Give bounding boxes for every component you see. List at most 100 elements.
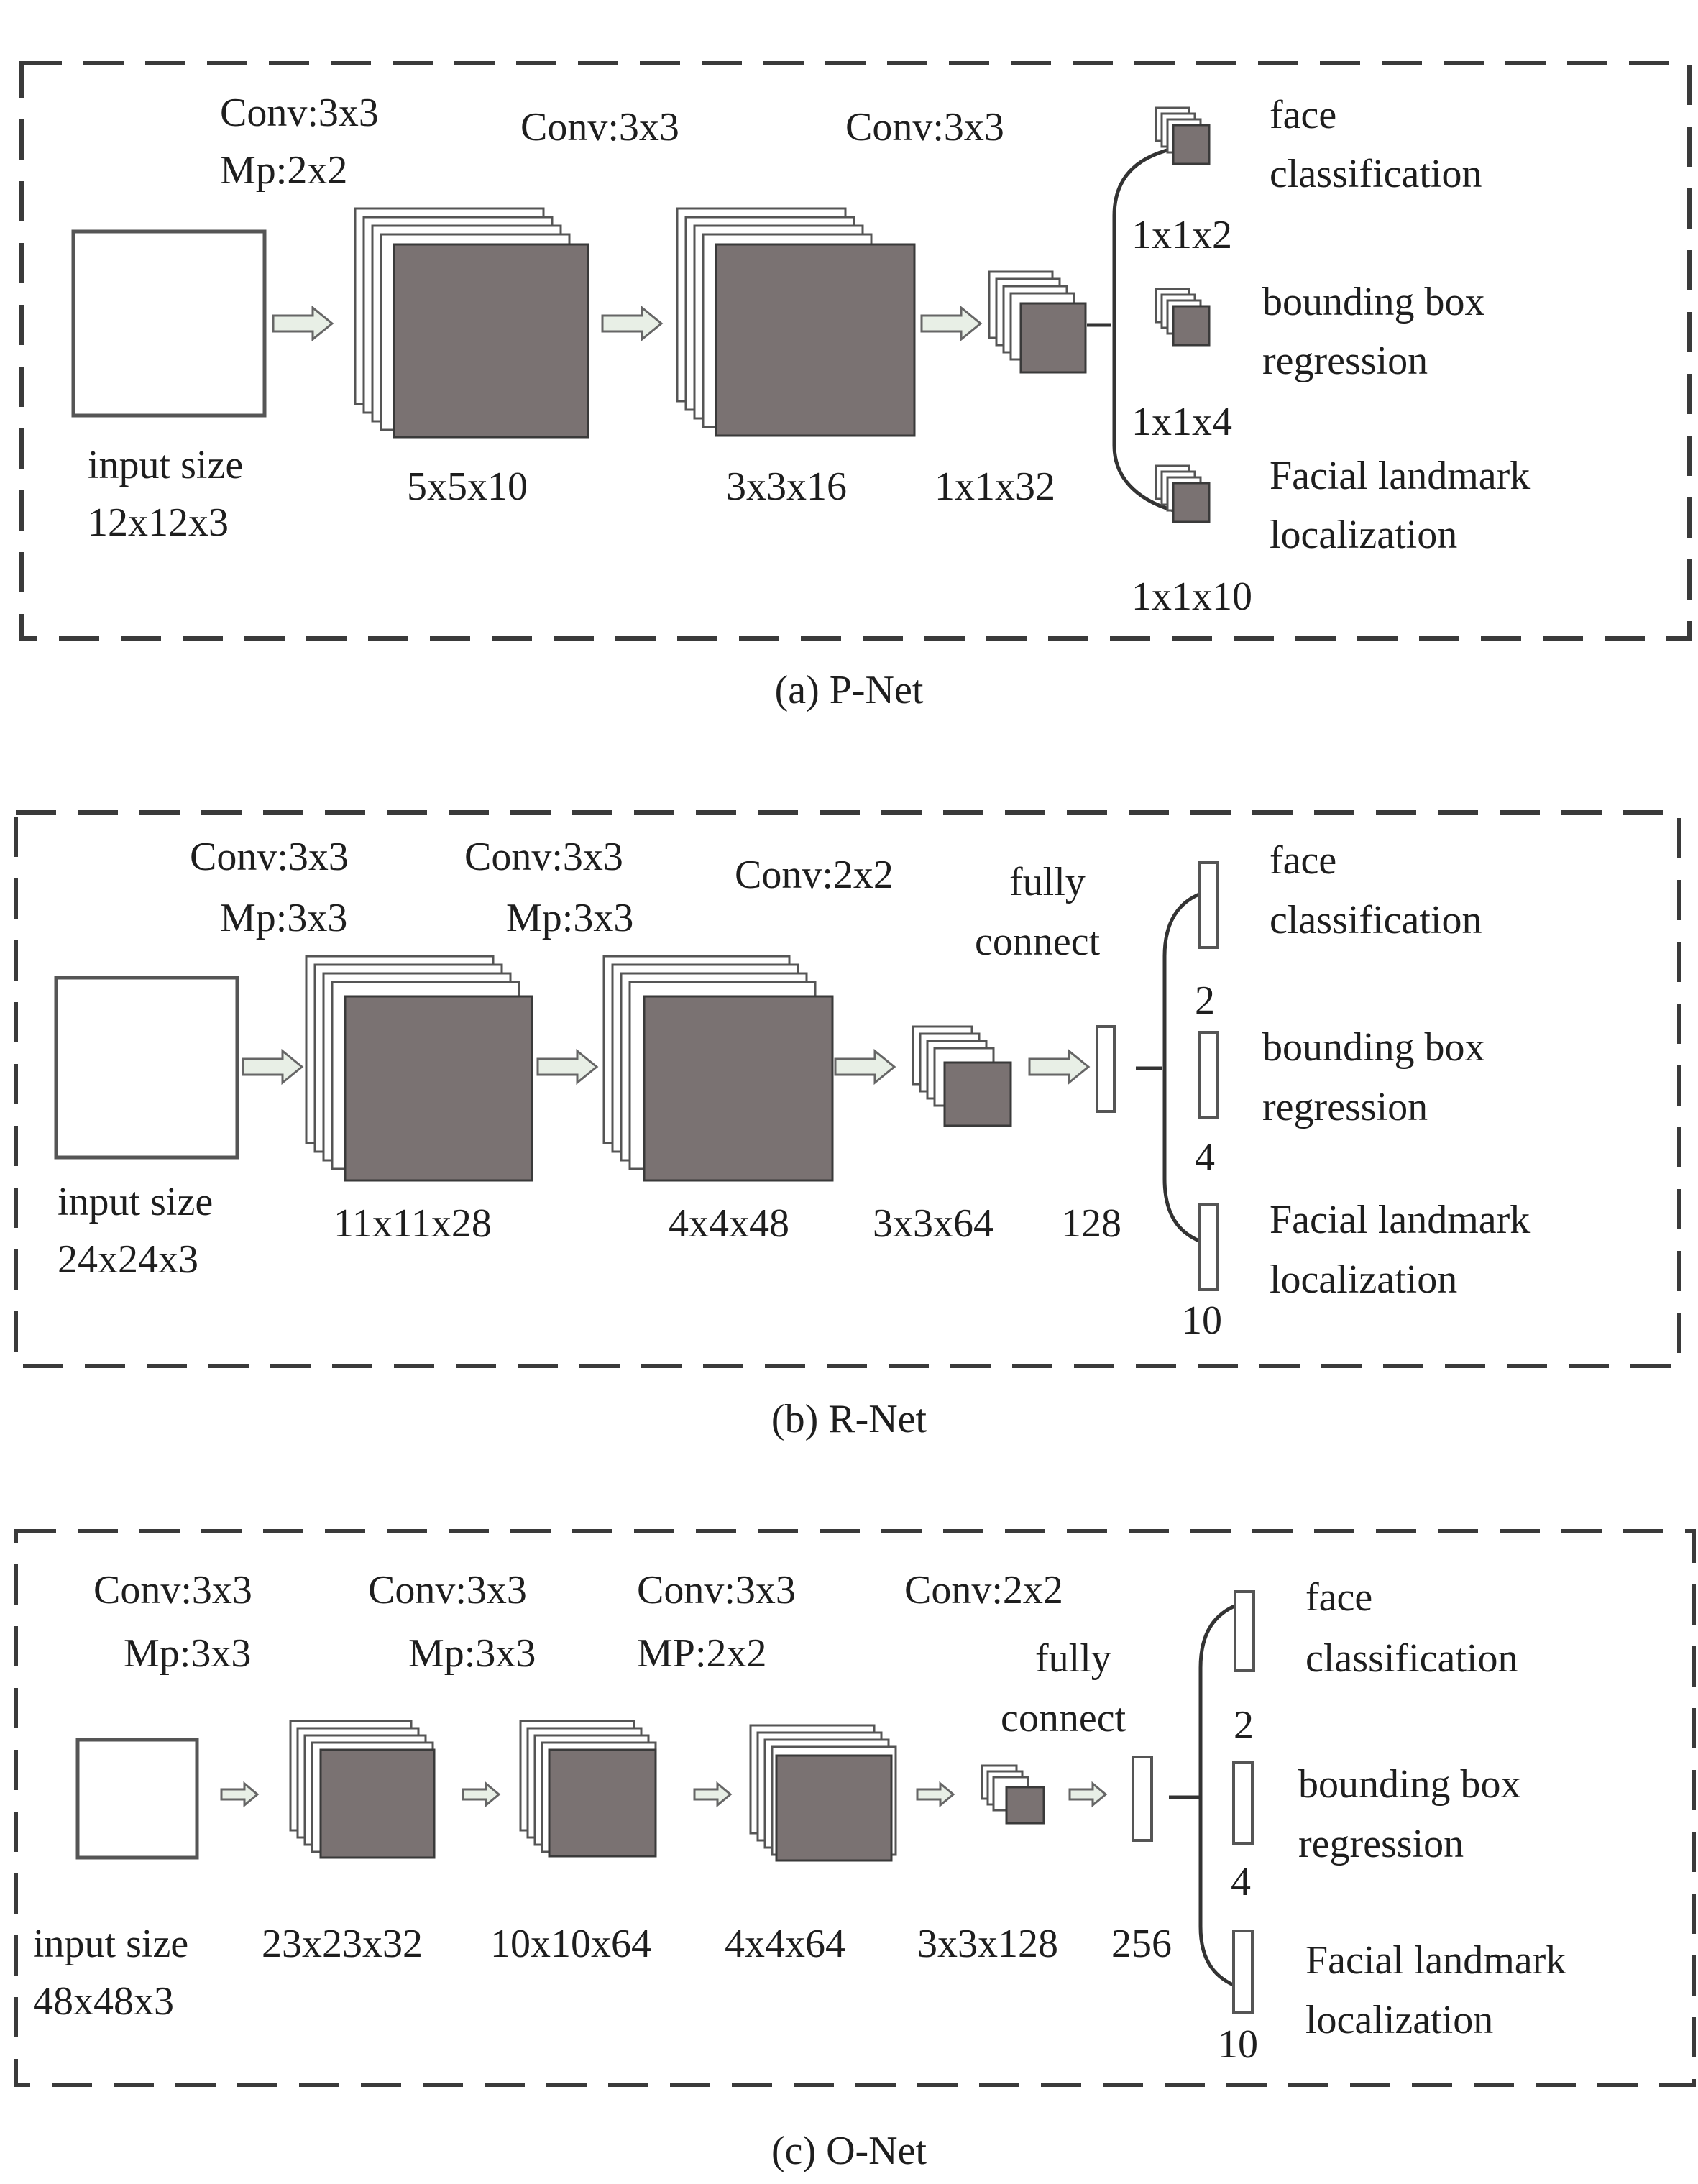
rnet-size-3: 3x3x64 [873,1201,993,1246]
onet-size-2: 10x10x64 [490,1922,651,1966]
pnet-layer-2 [676,207,916,437]
rnet-layer-1 [305,955,533,1182]
onet-arrow-5 [1068,1782,1107,1807]
rnet-arrow-1 [242,1050,303,1084]
pnet-out-1-size: 1x1x2 [1132,213,1232,257]
pnet-input-size: 12x12x3 [88,500,229,545]
rnet-input-box [54,976,239,1160]
pnet-out-1-label-b: classification [1270,152,1482,196]
pnet-arrow-2 [601,306,663,341]
rnet-fc-layer [1096,1025,1116,1113]
rnet-op-conv-2: Conv:3x3 [464,835,623,879]
rnet-out-2-label-a: bounding box [1262,1025,1485,1070]
onet-op-conv-2: Conv:3x3 [368,1568,527,1612]
rnet-out-1-size: 2 [1195,978,1215,1023]
pnet-op-conv-2: Conv:3x3 [520,105,679,150]
pnet-out-2-size: 1x1x4 [1132,400,1232,444]
onet-out-3-label-a: Facial landmark [1305,1938,1566,1983]
pnet-layer-1 [354,207,589,439]
onet-input-box [75,1738,199,1860]
pnet-arrow-3 [920,306,982,341]
onet-arrow-3 [693,1782,732,1807]
pnet-branch-bracket [1112,145,1180,514]
pnet-output-cube-1 [1155,106,1211,165]
pnet-size-3: 1x1x32 [935,464,1055,509]
pnet-op-mp-1: Mp:2x2 [220,148,347,193]
pnet-op-conv-3: Conv:3x3 [845,105,1004,150]
rnet-op-conv-3: Conv:2x2 [735,853,894,897]
onet-input-size: 48x48x3 [33,1979,174,2024]
onet-out-1-label-a: face [1305,1575,1372,1620]
onet-op-fc-a: fully [1035,1636,1111,1681]
onet-caption: (c) O-Net [771,2129,927,2173]
pnet-op-conv-1: Conv:3x3 [220,91,379,135]
rnet-op-mp-1: Mp:3x3 [220,896,347,940]
rnet-caption: (b) R-Net [771,1397,927,1441]
pnet-arrow-1 [272,306,334,341]
onet-frame [14,1529,1696,2087]
onet-layer-4 [981,1764,1045,1825]
pnet-input-box [71,229,267,418]
rnet-arrow-4 [1028,1050,1090,1084]
pnet-panel: input size 12x12x3 Conv:3x3 Mp:2x2 5x5x1… [19,61,1692,712]
onet-output-bar-1 [1234,1590,1255,1672]
rnet-out-3-label-b: localization [1270,1257,1457,1302]
rnet-output-bar-2 [1198,1031,1219,1119]
onet-panel: input size 48x48x3 Conv:3x3 Mp:3x3 23x23… [14,1529,1696,2173]
rnet-out-2-size: 4 [1195,1135,1215,1180]
onet-out-3-label-b: localization [1305,1998,1493,2042]
rnet-input-label: input size [58,1180,213,1224]
rnet-output-bar-3 [1198,1203,1219,1291]
rnet-output-bar-1 [1198,861,1219,949]
onet-out-2-label-b: regression [1298,1822,1464,1866]
onet-op-mp-2: Mp:3x3 [408,1631,536,1676]
rnet-op-mp-2: Mp:3x3 [506,896,633,940]
rnet-op-fc-a: fully [1009,860,1086,904]
pnet-caption: (a) P-Net [775,668,924,712]
rnet-out-3-label-a: Facial landmark [1270,1198,1530,1242]
pnet-out-3-size: 1x1x10 [1132,574,1252,619]
pnet-input-label: input size [88,443,243,487]
pnet-out-2-label-a: bounding box [1262,280,1485,324]
onet-op-conv-1: Conv:3x3 [93,1568,252,1612]
onet-op-conv-4: Conv:2x2 [904,1568,1063,1612]
rnet-panel: input size 24x24x3 Conv:3x3 Mp:3x3 11x11… [14,810,1681,1441]
onet-out-2-size: 4 [1231,1860,1251,1904]
rnet-input-size: 24x24x3 [58,1237,198,1282]
onet-arrow-2 [462,1782,500,1807]
onet-out-1-label-b: classification [1305,1636,1518,1681]
onet-out-2-label-a: bounding box [1298,1762,1521,1807]
pnet-size-1: 5x5x10 [407,464,528,509]
onet-input-label: input size [33,1922,188,1966]
rnet-out-1-label-b: classification [1270,898,1482,942]
onet-op-conv-3: Conv:3x3 [637,1568,796,1612]
onet-size-5: 256 [1111,1922,1172,1966]
onet-arrow-4 [916,1782,955,1807]
pnet-out-1-label-a: face [1270,93,1336,137]
onet-output-bar-3 [1232,1930,1254,2014]
onet-layer-2 [519,1720,657,1858]
onet-output-bar-2 [1232,1761,1254,1845]
rnet-out-1-label-a: face [1270,838,1336,883]
onet-out-3-size: 10 [1218,2022,1258,2067]
onet-size-3: 4x4x64 [725,1922,845,1966]
rnet-frame [14,810,1681,1368]
rnet-arrow-3 [834,1050,896,1084]
rnet-out-2-label-b: regression [1262,1085,1428,1129]
rnet-size-4: 128 [1061,1201,1121,1246]
rnet-op-conv-1: Conv:3x3 [190,835,349,879]
onet-out-1-size: 2 [1234,1703,1254,1748]
pnet-output-cube-3 [1155,464,1211,523]
onet-fc-layer [1132,1756,1153,1842]
onet-layer-1 [289,1720,436,1859]
pnet-output-cube-2 [1155,288,1211,347]
onet-op-mp-1: Mp:3x3 [124,1631,251,1676]
onet-op-mp-3: MP:2x2 [637,1631,767,1676]
rnet-arrow-2 [536,1050,598,1084]
rnet-op-fc-b: connect [975,919,1101,964]
pnet-size-2: 3x3x16 [726,464,847,509]
rnet-size-1: 11x11x28 [334,1201,492,1246]
onet-size-1: 23x23x32 [262,1922,423,1966]
